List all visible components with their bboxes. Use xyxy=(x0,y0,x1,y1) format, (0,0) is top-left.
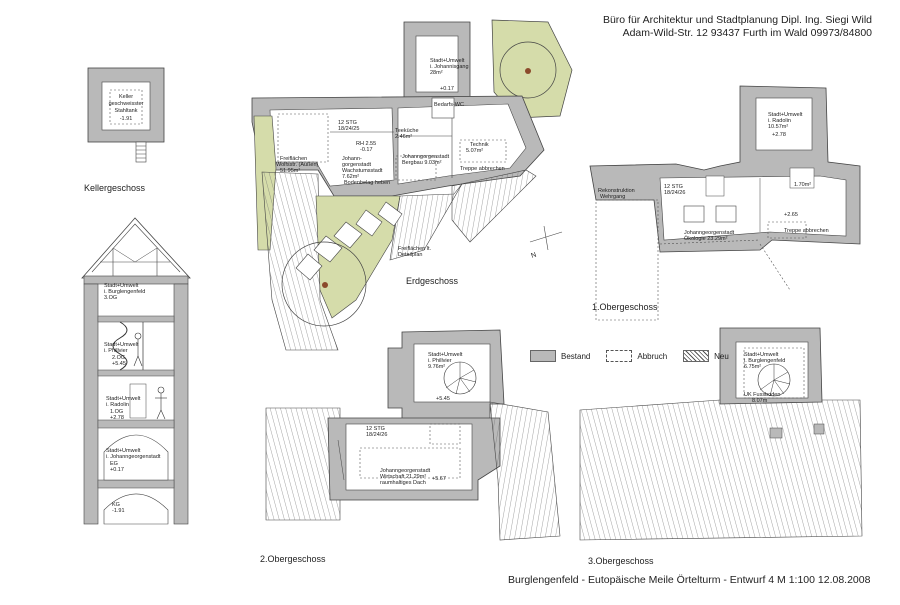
label-og1-treppe: Treppe abbrechen xyxy=(784,228,829,234)
neu-swatch xyxy=(683,350,710,362)
label-eg-treppe: Treppe abbrechen xyxy=(460,166,505,172)
legend-bestand-label: Bestand xyxy=(561,351,591,361)
abbruch-swatch xyxy=(606,350,633,362)
legend-abbruch-label: Abbruch xyxy=(637,351,668,361)
plan-1-obergeschoss xyxy=(589,85,861,321)
north-arrow-icon: N xyxy=(529,225,563,260)
office-address: Adam-Wild-Str. 12 93437 Furth im Wald 09… xyxy=(622,27,872,39)
legend-neu-label: Neu xyxy=(714,351,729,361)
floor-label-og1: 1.Obergeschoss xyxy=(592,302,658,312)
label-og2-level: +5.45 xyxy=(436,396,450,402)
footer-title: Burglengenfeld - Eutopäische Meile Örtel… xyxy=(508,574,871,586)
label-eg-bodenbelag: Bodenbelag heben xyxy=(344,180,390,186)
label-eg-detailplan: Freiflächen lt.Detailplan xyxy=(398,246,431,258)
label-eg-rh: RH 2.55-0.17 xyxy=(356,141,376,153)
bestand-swatch xyxy=(530,350,556,362)
office-name: Büro für Architektur und Stadtplanung Di… xyxy=(602,14,872,26)
legend-bestand: Bestand xyxy=(530,350,590,362)
floor-label-erd: Erdgeschoss xyxy=(406,276,459,286)
legend-abbruch: Abbruch xyxy=(606,350,667,362)
legend-neu: Neu xyxy=(683,350,729,362)
label-eg-bedarfwc: Bedarfs-WC xyxy=(434,102,464,108)
section-drawing xyxy=(81,217,191,525)
legend: Bestand Abbruch Neu xyxy=(530,350,745,362)
label-section-kg: KG-1.91 xyxy=(112,502,125,514)
label-og2-level2: +5.67 xyxy=(432,476,446,482)
label-og1-level: +2.65 xyxy=(784,212,798,218)
plan-kellergeschoss xyxy=(87,67,165,163)
plan-3-obergeschoss xyxy=(579,327,863,541)
svg-text:N: N xyxy=(530,252,537,260)
plan-erdgeschoss: N xyxy=(251,19,573,351)
floor-label-og3: 3.Obergeschoss xyxy=(588,556,654,566)
plan-2-obergeschoss xyxy=(265,329,561,541)
label-eg-level: +0.17 xyxy=(440,86,454,92)
label-og1-wc: 1.70m² xyxy=(794,182,811,188)
office-header: Büro für Architektur und Stadtplanung Di… xyxy=(603,14,872,40)
floor-label-og2: 2.Obergeschoss xyxy=(260,554,326,564)
floor-label-keller: Kellergeschoss xyxy=(84,183,146,193)
